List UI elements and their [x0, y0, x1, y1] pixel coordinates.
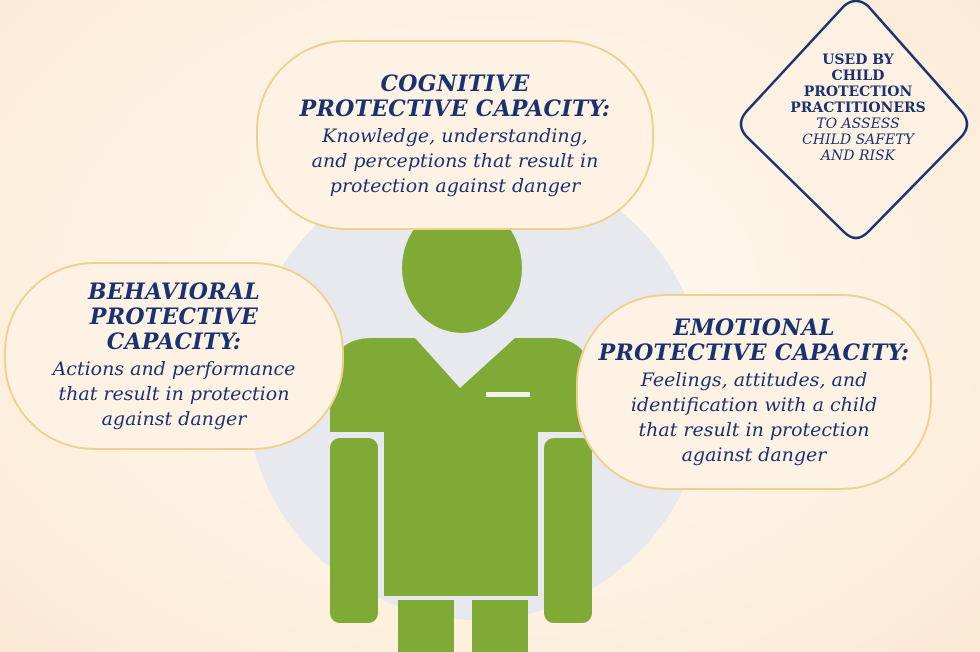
- person-left-leg: [398, 600, 454, 652]
- behavioral-title-line: PROTECTIVE CAPACITY:: [89, 304, 259, 355]
- person-left-arm: [330, 438, 378, 623]
- behavioral-title: BEHAVIORAL PROTECTIVE CAPACITY:: [20, 280, 328, 355]
- badge-bold-line: CHILD: [831, 68, 885, 84]
- badge-bold-line: PRACTITIONERS: [790, 100, 926, 116]
- person-torso: [330, 338, 592, 596]
- emotional-desc-line: Feelings, attitudes, and: [640, 369, 868, 391]
- badge-label: USED BY CHILD PROTECTION PRACTITIONERS T…: [770, 52, 946, 164]
- cognitive-description: Knowledge, understanding, and perception…: [312, 124, 599, 199]
- badge-italic-line: TO ASSESS: [816, 116, 900, 132]
- badge-bold-line: PROTECTION: [803, 84, 913, 100]
- behavioral-title-line: BEHAVIORAL: [88, 279, 260, 305]
- cognitive-desc-line: and perceptions that result in: [311, 149, 599, 172]
- emotional-description: Feelings, attitudes, and identification …: [631, 368, 877, 468]
- badge-italic-line: CHILD SAFETY: [802, 132, 914, 148]
- behavioral-desc-line: Actions and performance: [52, 358, 296, 380]
- cognitive-title-line: PROTECTIVE CAPACITY:: [299, 95, 611, 122]
- emotional-title: EMOTIONAL PROTECTIVE CAPACITY:: [599, 316, 910, 366]
- badge-bold-line: USED BY: [822, 52, 894, 68]
- behavioral-description: Actions and performance that result in p…: [53, 357, 296, 432]
- cognitive-desc-line: protection against danger: [329, 174, 581, 197]
- emotional-title-line: PROTECTIVE CAPACITY:: [598, 340, 910, 366]
- cognitive-title-line: COGNITIVE: [380, 70, 530, 97]
- badge-italic-line: AND RISK: [820, 148, 896, 164]
- behavioral-desc-line: that result in protection: [58, 383, 290, 405]
- emotional-desc-line: against danger: [681, 444, 827, 466]
- emotional-capacity-bubble: EMOTIONAL PROTECTIVE CAPACITY: Feelings,…: [576, 294, 932, 490]
- person-right-leg: [472, 600, 528, 652]
- behavioral-capacity-bubble: BEHAVIORAL PROTECTIVE CAPACITY: Actions …: [4, 262, 344, 450]
- person-pocket: [486, 392, 530, 397]
- person-head: [402, 203, 522, 333]
- badge-shape: [739, 0, 969, 240]
- emotional-title-line: EMOTIONAL: [673, 315, 835, 341]
- emotional-desc-line: that result in protection: [638, 419, 870, 441]
- cognitive-capacity-bubble: COGNITIVE PROTECTIVE CAPACITY: Knowledge…: [256, 40, 654, 230]
- emotional-desc-line: identification with a child: [630, 394, 878, 416]
- cognitive-desc-line: Knowledge, understanding,: [322, 124, 588, 147]
- person-right-arm: [544, 438, 592, 623]
- behavioral-desc-line: against danger: [101, 408, 247, 430]
- cognitive-title: COGNITIVE PROTECTIVE CAPACITY:: [299, 70, 611, 122]
